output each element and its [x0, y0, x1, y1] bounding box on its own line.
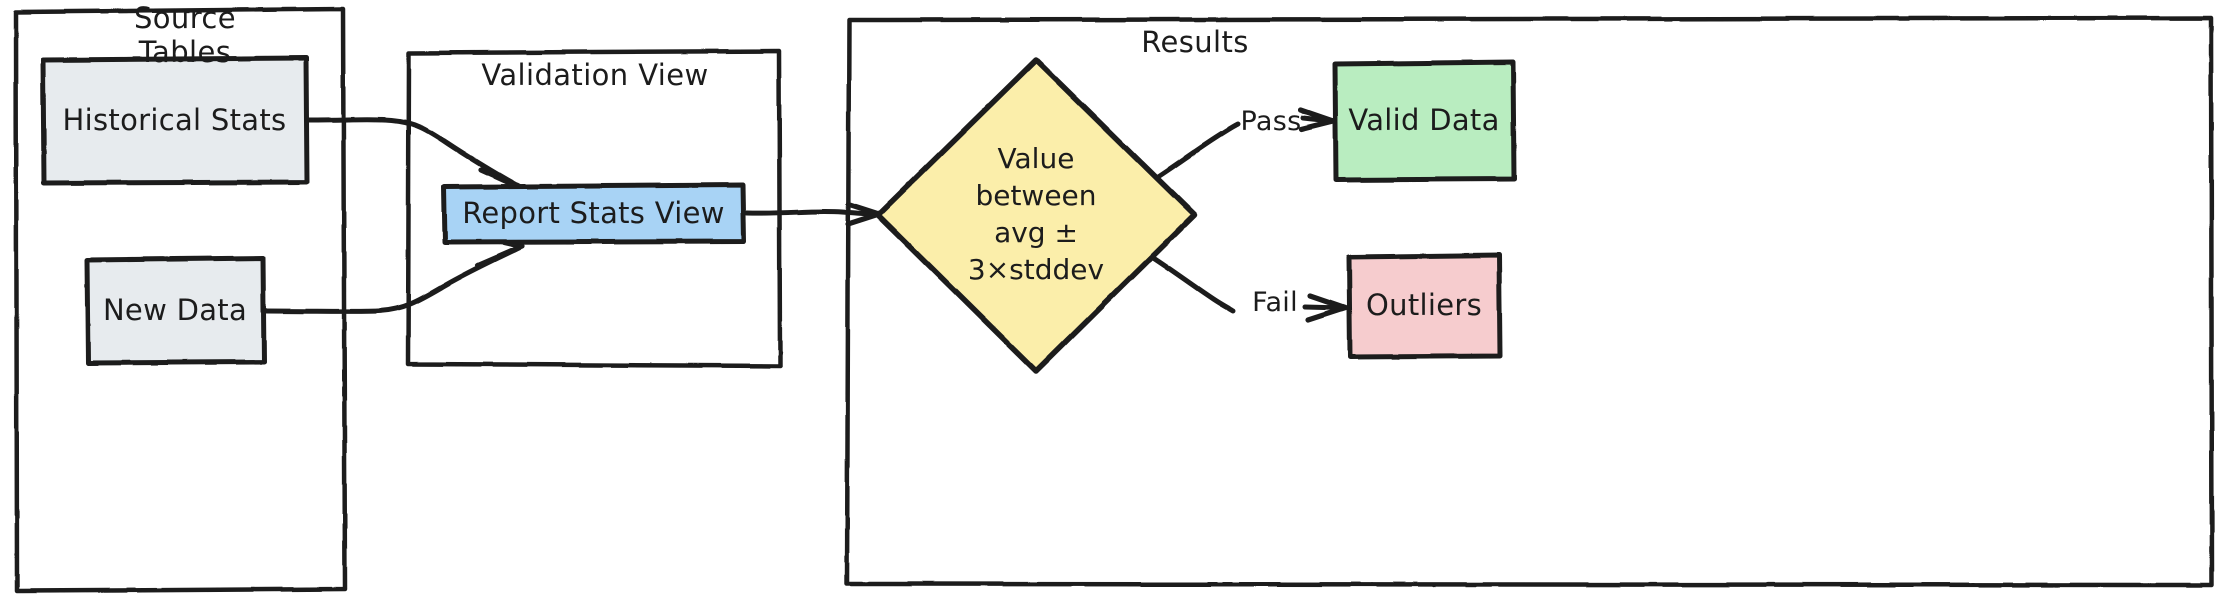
node-report-stats-view-shape[interactable] — [441, 182, 747, 245]
edge-historical-to-report — [305, 116, 525, 191]
node-validation-decision-shape[interactable] — [875, 57, 1197, 374]
node-historical-stats-shape[interactable] — [40, 55, 310, 186]
edge-decision-to-outliers — [1149, 254, 1236, 314]
node-new-data-shape[interactable] — [84, 255, 267, 366]
edge-decision-to-valid — [1150, 121, 1241, 183]
node-outliers-shape[interactable] — [1346, 252, 1503, 360]
edge-decision-to-outliers-arrowhead — [1305, 293, 1348, 323]
group-results-border — [844, 15, 2215, 588]
edge-report-to-decision — [743, 208, 877, 217]
node-valid-data-shape[interactable] — [1332, 59, 1517, 183]
